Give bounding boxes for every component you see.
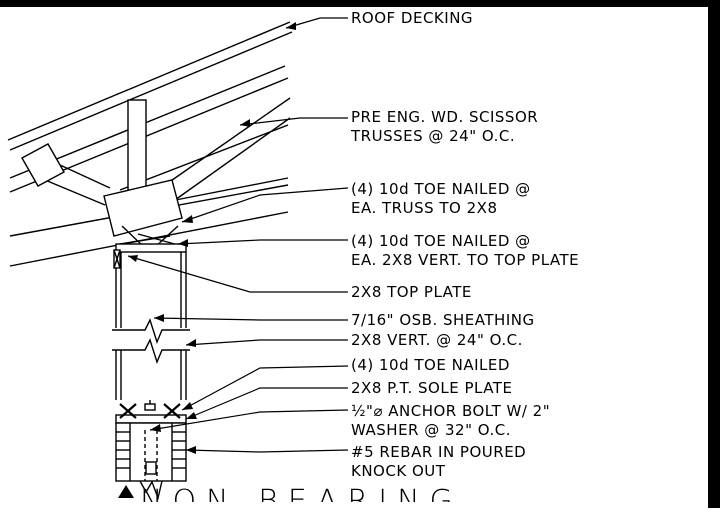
label-trusses-line2: TRUSSES @ 24" O.C. — [351, 127, 516, 145]
break-line — [112, 318, 192, 365]
section-marker — [118, 485, 134, 498]
label-top-plate: 2X8 TOP PLATE — [351, 283, 472, 301]
label-vert: 2X8 VERT. @ 24" O.C. — [351, 331, 523, 349]
wall-studs — [115, 252, 187, 400]
heel-block — [103, 179, 183, 237]
right-border — [708, 0, 720, 508]
label-sole-plate: 2X8 P.T. SOLE PLATE — [351, 379, 513, 397]
sole-plate-drawing — [115, 414, 187, 424]
label-anchor-line2: WASHER @ 32" O.C. — [351, 421, 511, 439]
bottom-toe-nails — [119, 403, 181, 419]
truss-vertical — [127, 99, 147, 191]
label-toe-nail-vert-line1: (4) 10d TOE NAILED @ — [351, 232, 531, 250]
wall-section-detail — [0, 0, 720, 508]
label-roof-decking: ROOF DECKING — [351, 9, 474, 27]
label-toe-nail-truss-line2: EA. TRUSS TO 2X8 — [351, 199, 498, 217]
label-trusses-line1: PRE ENG. WD. SCISSOR — [351, 108, 539, 126]
label-toe-nail-sole: (4) 10d TOE NAILED — [351, 356, 510, 374]
top-plate-drawing — [115, 243, 187, 253]
section-title: NON-BEARING — [140, 484, 463, 519]
foundation-block — [115, 422, 187, 501]
top-border — [0, 0, 720, 7]
leader-arrowheads — [128, 22, 296, 454]
truss-webs — [44, 97, 291, 206]
label-toe-nail-vert-line2: EA. 2X8 VERT. TO TOP PLATE — [351, 251, 580, 269]
label-rebar-line2: KNOCK OUT — [351, 462, 446, 480]
label-toe-nail-truss-line1: (4) 10d TOE NAILED @ — [351, 180, 531, 198]
label-sheathing: 7/16" OSB. SHEATHING — [351, 311, 535, 329]
roof-decking-drawing — [7, 21, 293, 151]
label-anchor-line1: ½"⌀ ANCHOR BOLT W/ 2" — [351, 402, 551, 420]
leader-lines — [127, 17, 349, 453]
truss-block — [21, 143, 65, 187]
label-rebar-line1: #5 REBAR IN POURED — [351, 443, 527, 461]
